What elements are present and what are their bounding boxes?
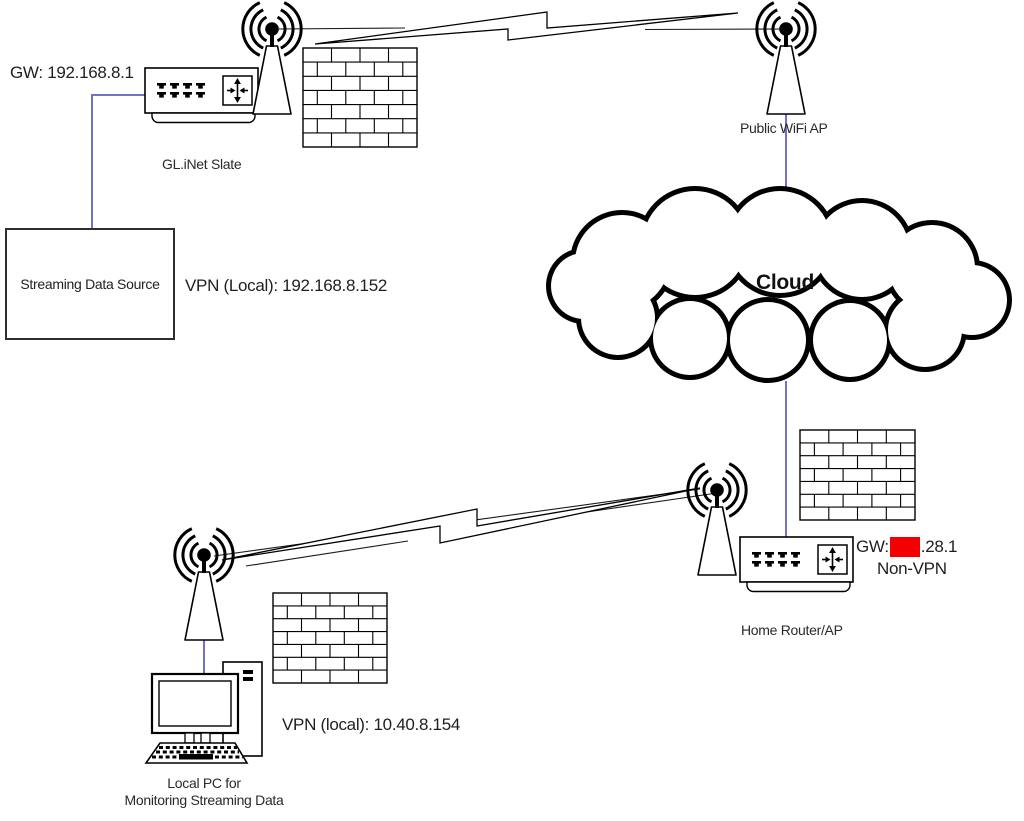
wireless-link-bolt-bottom — [221, 487, 701, 561]
home-router-label: Home Router/AP — [741, 622, 843, 638]
gw-glinet-label: GW: 192.168.8.1 — [10, 63, 134, 82]
firewall-icon-bottom — [272, 592, 388, 684]
vpn-pc-label: VPN (local): 10.40.8.154 — [282, 715, 461, 734]
local-pc-label-line2: Monitoring Streaming Data — [124, 792, 284, 808]
public-ap-label: Public WiFi AP — [740, 120, 828, 136]
guide-line — [572, 492, 718, 515]
connector-lines — [91, 94, 787, 675]
gw-home-label: GW: .28.1 — [856, 537, 957, 557]
connector-glinet-to-source — [91, 94, 148, 228]
streaming-data-source-box: Streaming Data Source — [5, 228, 175, 340]
cloud-label: Cloud — [756, 271, 814, 294]
guide-line — [644, 28, 787, 31]
local-pc-label-line1: Local PC for — [167, 775, 241, 791]
cloud-icon — [546, 186, 1012, 383]
non-vpn-label: Non-VPN — [877, 559, 947, 578]
router-icon-glinet — [145, 68, 258, 123]
glinet-device-label: GL.iNet Slate — [162, 156, 242, 172]
antenna-icon-public-ap — [755, 1, 817, 116]
gw-home-suffix: .28.1 — [920, 537, 958, 556]
local-pc-label: Local PC for Monitoring Streaming Data — [94, 775, 314, 809]
firewall-icon-top — [302, 47, 418, 148]
antenna-icon-local-pc — [173, 527, 235, 642]
guide-line — [275, 27, 406, 30]
vpn-streaming-label: VPN (Local): 192.168.8.152 — [185, 276, 388, 295]
router-icon-home — [740, 537, 853, 592]
redaction-box — [889, 537, 920, 557]
pc-icon — [144, 661, 263, 764]
streaming-data-source-label: Streaming Data Source — [20, 276, 160, 292]
firewall-icon-right — [799, 429, 916, 521]
wireless-link-bolt-top — [314, 11, 739, 45]
antenna-icon-home-router — [686, 462, 748, 577]
gw-home-prefix: GW: — [856, 537, 889, 556]
guide-line — [245, 540, 409, 567]
